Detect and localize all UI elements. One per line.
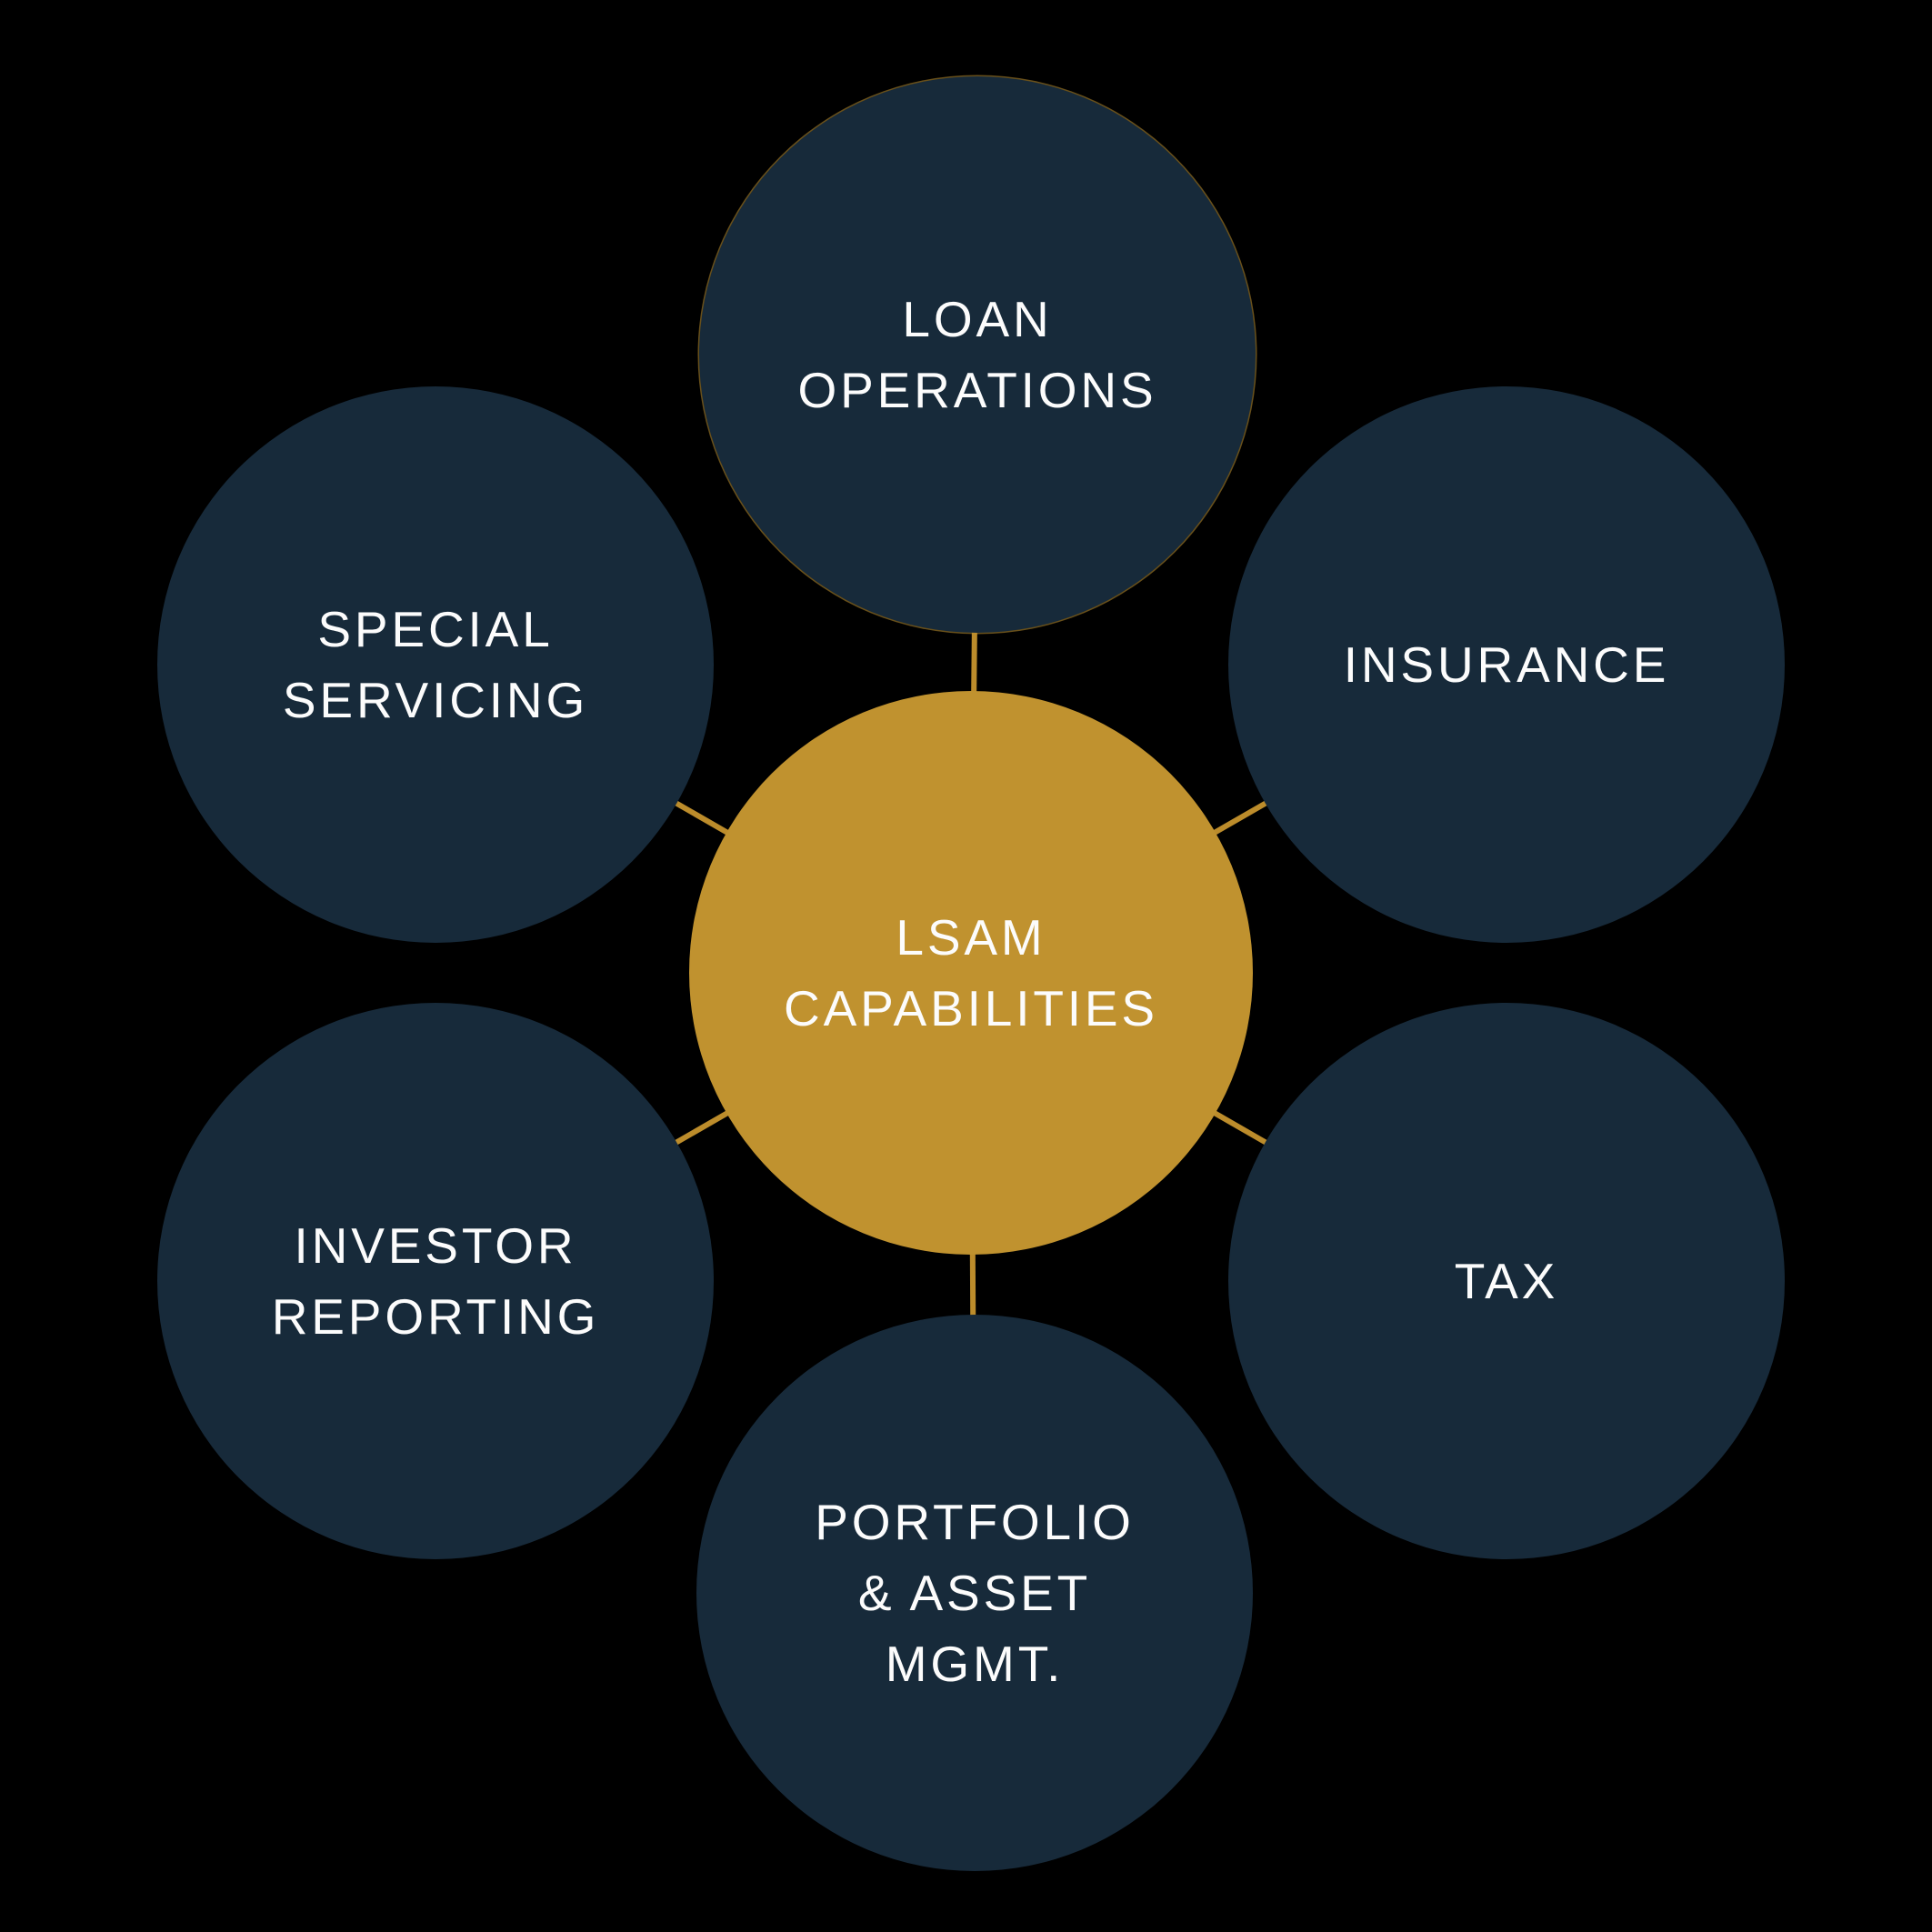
node-portfolio-asset-mgmt: PORTFOLIO & ASSET MGMT.	[696, 1315, 1253, 1871]
node-special-servicing: SPECIAL SERVICING	[157, 386, 714, 943]
node-tax: TAX	[1228, 1003, 1785, 1559]
node-investor-reporting-label: INVESTOR REPORTING	[271, 1216, 600, 1345]
node-lsam-capabilities-center: LSAM CAPABILITIES	[689, 691, 1253, 1255]
node-loan-operations-label: LOAN OPERATIONS	[797, 290, 1157, 418]
node-portfolio-asset-mgmt-label: PORTFOLIO & ASSET MGMT.	[815, 1493, 1135, 1693]
node-special-servicing-label: SPECIAL SERVICING	[282, 600, 589, 728]
node-investor-reporting: INVESTOR REPORTING	[157, 1003, 714, 1559]
node-tax-label: TAX	[1454, 1252, 1559, 1309]
node-loan-operations: LOAN OPERATIONS	[699, 76, 1256, 633]
node-insurance: INSURANCE	[1228, 386, 1785, 943]
node-insurance-label: INSURANCE	[1343, 636, 1670, 693]
node-lsam-capabilities-label: LSAM CAPABILITIES	[784, 908, 1158, 1036]
